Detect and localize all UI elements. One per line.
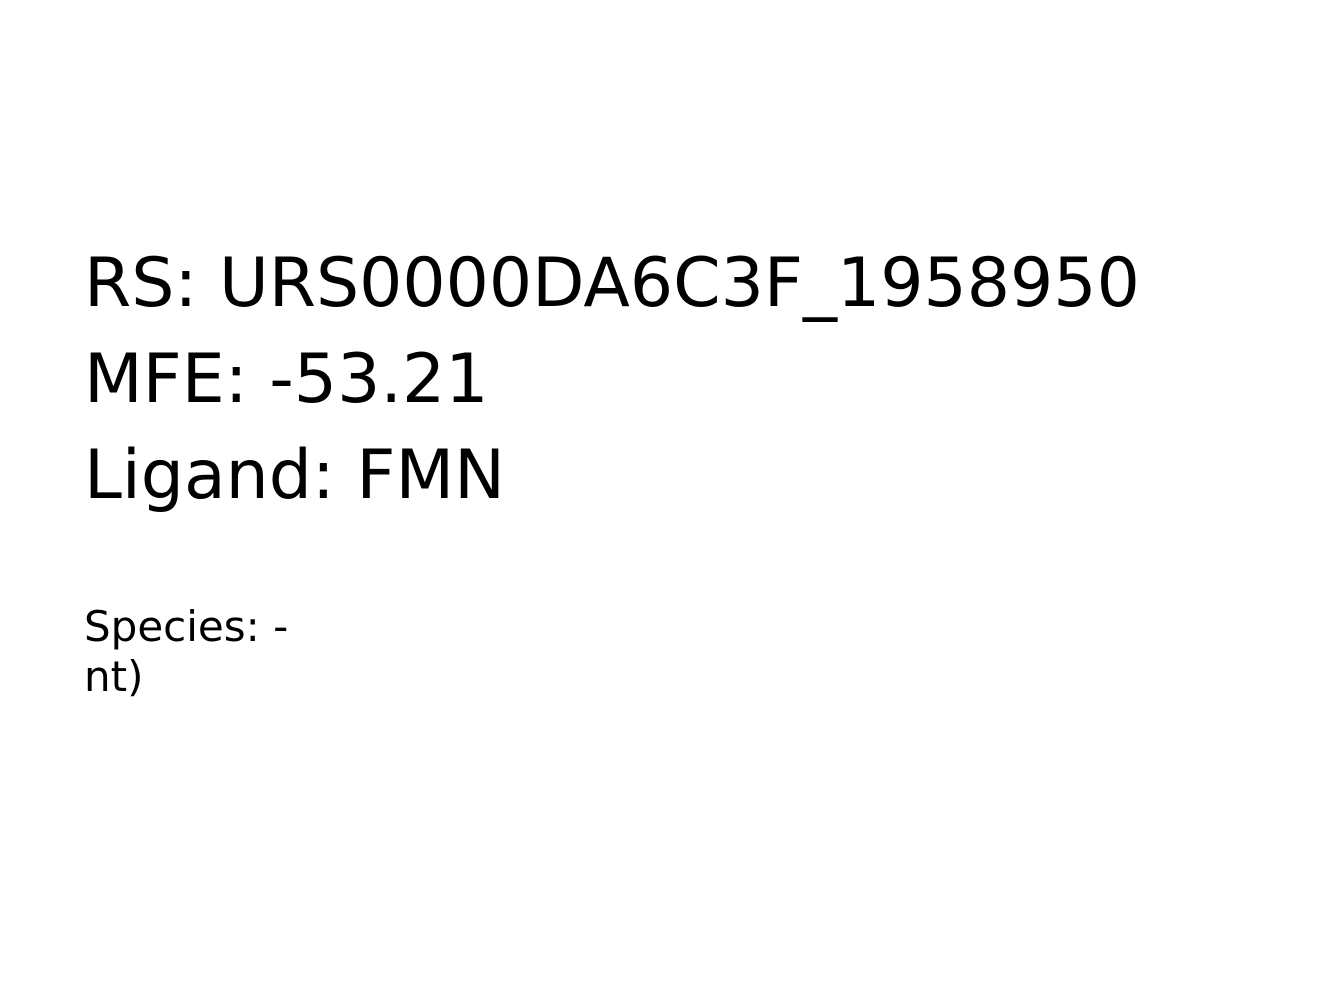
rs-identifier: RS: URS0000DA6C3F_1958950: [84, 244, 1140, 323]
ligand-name: Ligand: FMN: [84, 436, 506, 515]
length-fragment: nt): [84, 652, 144, 701]
species-label: Species: -: [84, 602, 289, 651]
mfe-value: MFE: -53.21: [84, 340, 489, 419]
